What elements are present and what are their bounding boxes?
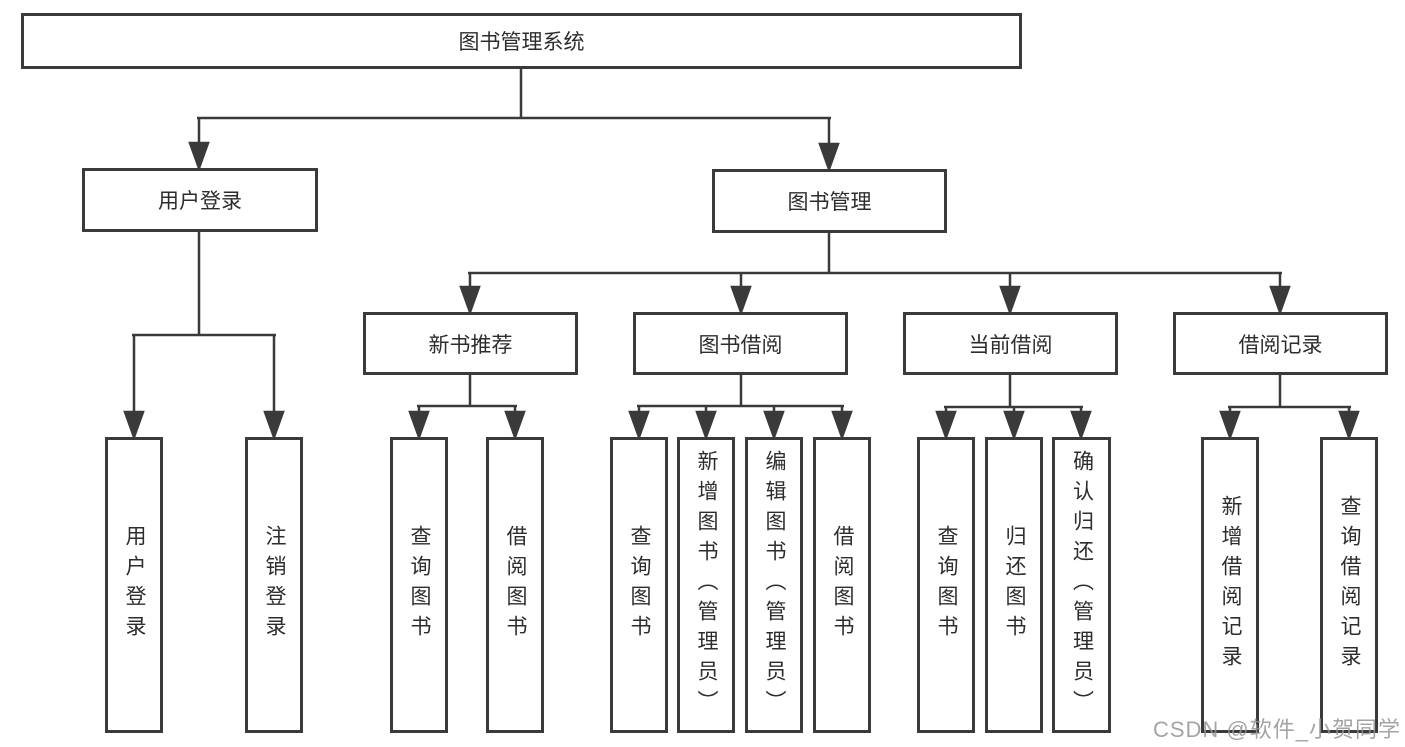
leaf-borrow-books-recommend-label: 借阅图书 [504,525,527,645]
node-library-system: 图书管理系统 [21,13,1022,69]
node-book-borrowing: 图书借阅 [633,312,848,375]
node-borrowing-records: 借阅记录 [1173,312,1388,375]
leaf-add-books-admin-label: 新增图书（管理员） [695,450,718,720]
leaf-borrow-books-label: 借阅图书 [831,525,854,645]
csdn-watermark: CSDN @软件_小贺同学 [1152,717,1401,742]
leaf-user-login-label: 用户登录 [123,525,146,645]
leaf-query-books-borrow-label: 查询图书 [628,525,651,645]
node-current-borrowing-label: 当前借阅 [968,333,1053,357]
node-borrowing-records-label: 借阅记录 [1238,333,1323,357]
leaf-logout: 注销登录 [245,437,303,733]
leaf-return-books: 归还图书 [985,437,1043,733]
leaf-query-books-recommend-label: 查询图书 [408,525,431,645]
leaf-add-borrow-record-label: 新增借阅记录 [1219,495,1242,675]
leaf-edit-books-admin: 编辑图书（管理员） [745,437,803,733]
leaf-query-borrow-record: 查询借阅记录 [1320,437,1378,733]
node-new-book-recommendation: 新书推荐 [363,312,578,375]
leaf-user-login: 用户登录 [105,437,163,733]
leaf-query-books-current: 查询图书 [917,437,975,733]
node-library-system-label: 图书管理系统 [458,31,585,54]
leaf-query-books-recommend: 查询图书 [390,437,448,733]
leaf-query-borrow-record-label: 查询借阅记录 [1338,495,1361,675]
leaf-add-books-admin: 新增图书（管理员） [677,437,735,733]
leaf-logout-label: 注销登录 [263,525,286,645]
node-current-borrowing: 当前借阅 [903,312,1118,375]
leaf-borrow-books: 借阅图书 [813,437,871,733]
leaf-return-books-label: 归还图书 [1003,525,1026,645]
leaf-confirm-return-admin: 确认归还（管理员） [1052,437,1111,733]
leaf-edit-books-admin-label: 编辑图书（管理员） [763,450,786,720]
node-book-management: 图书管理 [712,169,947,233]
leaf-add-borrow-record: 新增借阅记录 [1201,437,1259,733]
leaf-borrow-books-recommend: 借阅图书 [486,437,544,733]
leaf-query-books-current-label: 查询图书 [935,525,958,645]
node-book-borrowing-label: 图书借阅 [698,333,783,357]
node-book-management-label: 图书管理 [787,191,872,214]
leaf-confirm-return-admin-label: 确认归还（管理员） [1070,450,1094,720]
node-user-login-label: 用户登录 [158,190,242,213]
leaf-query-books-borrow: 查询图书 [610,437,668,733]
node-user-login: 用户登录 [82,168,318,232]
node-new-book-recommendation-label: 新书推荐 [428,333,513,357]
